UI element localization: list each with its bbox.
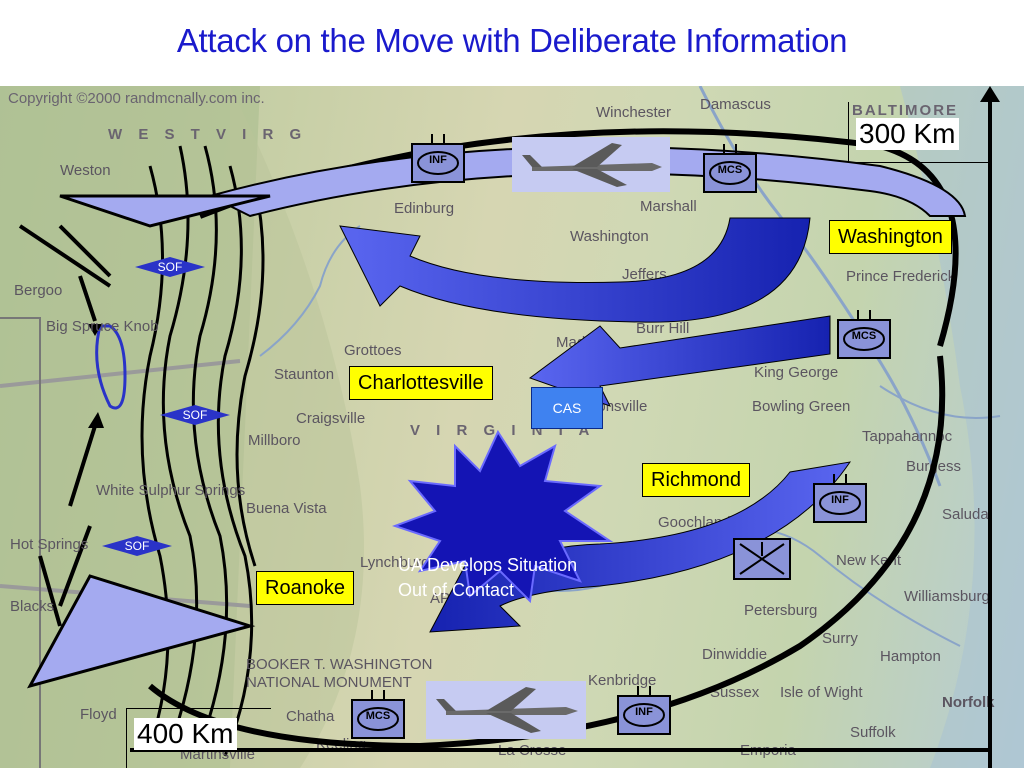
- place-dinwiddie: Dinwiddie: [702, 646, 768, 663]
- label-roanoke: Roanoke: [256, 571, 355, 605]
- distance-top-label: 300 Km: [856, 118, 959, 151]
- left-bottom-arrowhead: [26, 574, 256, 689]
- right-axis-arrowhead: [980, 86, 1000, 102]
- label-charlottesville: Charlottesville: [349, 366, 493, 400]
- place-winchester: Winchester: [596, 104, 672, 121]
- label-richmond: Richmond: [642, 463, 751, 497]
- unit-inf-bottom: INF: [614, 682, 674, 738]
- place-damascus: Damascus: [700, 96, 771, 113]
- place-blacksburg: Blacks: [10, 598, 55, 615]
- unit-mcs-right: MCS: [834, 306, 894, 362]
- sof-marker-3: SOF: [124, 539, 150, 553]
- blue-arrow-north: [339, 217, 811, 323]
- place-hampton: Hampton: [880, 648, 941, 665]
- place-norfolk: Norfolk: [942, 694, 995, 711]
- map-terrain: [0, 86, 1024, 768]
- place-williamsburg: Williamsburg: [904, 588, 990, 605]
- page-title: Attack on the Move with Deliberate Infor…: [176, 22, 848, 59]
- place-prince-frederick: Prince Frederick: [846, 268, 956, 285]
- place-burr-hill: Burr Hill: [636, 320, 690, 337]
- place-buena-vista: Buena Vista: [246, 500, 327, 517]
- place-floyd: Floyd: [80, 706, 117, 723]
- unit-mcs-top: MCS: [700, 140, 760, 196]
- sof-marker-2: SOF: [182, 408, 208, 422]
- place-millboro: Millboro: [248, 432, 301, 449]
- place-chatham: Chatha: [286, 708, 335, 725]
- place-staunton: Staunton: [274, 366, 335, 383]
- distance-frame-top: [848, 102, 989, 163]
- place-national-monument: NATIONAL MONUMENT: [246, 674, 412, 691]
- place-west-virginia: W E S T V I R G: [108, 126, 308, 143]
- unit-mcs-bottom: MCS: [348, 686, 408, 742]
- distance-frame-bottom: [126, 708, 271, 768]
- place-surry: Surry: [822, 630, 858, 647]
- place-edinburg: Edinburg: [394, 200, 455, 217]
- distance-bottom-label: 400 Km: [134, 718, 237, 751]
- place-kenbridge: Kenbridge: [588, 672, 657, 689]
- map-area: Copyright ©2000 randmcnally.com inc. W E…: [0, 86, 1024, 768]
- blue-arrow-south: [429, 461, 852, 633]
- place-hot-springs: Hot Springs: [10, 536, 89, 553]
- starburst: [392, 429, 614, 604]
- place-washington-town: Washington: [570, 228, 649, 245]
- place-white-sulphur: White Sulphur Springs: [96, 482, 246, 499]
- place-isle-of-wight: Isle of Wight: [780, 684, 863, 701]
- place-baltimore: BALTIMORE: [852, 102, 959, 119]
- place-suffolk: Suffolk: [850, 724, 896, 741]
- place-petersburg: Petersburg: [744, 602, 818, 619]
- aircraft-icon-bottom: [426, 681, 586, 739]
- label-washington: Washington: [829, 220, 952, 254]
- place-booker-t: BOOKER T. WASHINGTON: [246, 656, 433, 673]
- place-weston: Weston: [60, 162, 111, 179]
- place-craigsville: Craigsville: [296, 410, 366, 427]
- place-king-george: King George: [754, 364, 839, 381]
- place-marshall: Marshall: [640, 198, 697, 215]
- aircraft-icon-top: [512, 137, 670, 192]
- unit-inf-top: INF: [408, 130, 468, 186]
- place-lynchburg: Lynchburg: [360, 554, 430, 571]
- left-top-arrowhead: [59, 194, 271, 228]
- place-big-spruce: Big Spruce Knob: [46, 318, 159, 335]
- sof-marker-1: SOF: [157, 260, 183, 274]
- operations-overlay: [26, 86, 1000, 768]
- place-tappahannock: Tappahannoc: [862, 428, 953, 445]
- place-grottoes: Grottoes: [344, 342, 402, 359]
- cas-box: CAS: [531, 387, 603, 429]
- copyright-text: Copyright ©2000 randmcnally.com inc.: [8, 90, 265, 107]
- starburst-text: UA Develops Situation Out of Contact: [398, 555, 578, 601]
- place-bergoo: Bergoo: [14, 282, 63, 299]
- unit-inf-right: INF: [810, 470, 870, 526]
- place-bowling-green: Bowling Green: [752, 398, 851, 415]
- place-saluda: Saluda: [942, 506, 989, 523]
